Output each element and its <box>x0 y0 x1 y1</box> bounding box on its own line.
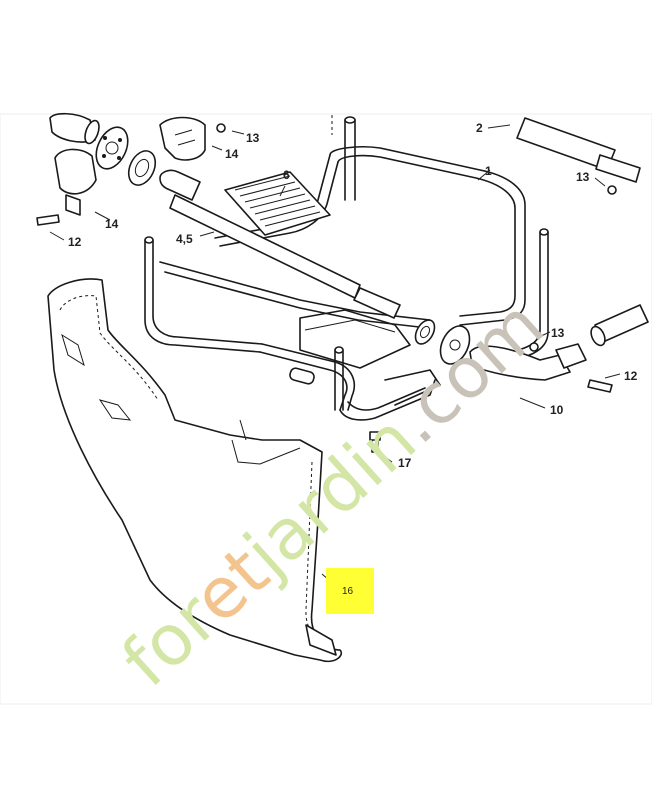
callout-16: 16 <box>342 586 354 597</box>
callout-13: 13 <box>246 131 260 145</box>
callout-14: 14 <box>105 217 119 231</box>
right-components <box>36 117 649 453</box>
callout-6: 6 <box>283 168 290 182</box>
callout-2: 2 <box>476 121 483 135</box>
callout-12: 12 <box>624 369 638 383</box>
grass-bag <box>47 278 342 663</box>
callout-13: 13 <box>576 170 590 184</box>
callout-12: 12 <box>68 235 82 249</box>
callout-17: 17 <box>398 456 412 470</box>
shaft-assembly <box>159 169 436 345</box>
highlight-box <box>326 568 374 614</box>
callout-14: 14 <box>225 147 239 161</box>
callout-4-5: 4,5 <box>176 232 193 246</box>
callout-13: 13 <box>551 326 565 340</box>
callout-labels: 13 14 14 12 4,5 6 1 2 13 13 12 10 17 16 <box>68 121 638 597</box>
callout-1: 1 <box>485 164 492 178</box>
bearing-components-left <box>49 112 206 216</box>
callout-10: 10 <box>550 403 564 417</box>
